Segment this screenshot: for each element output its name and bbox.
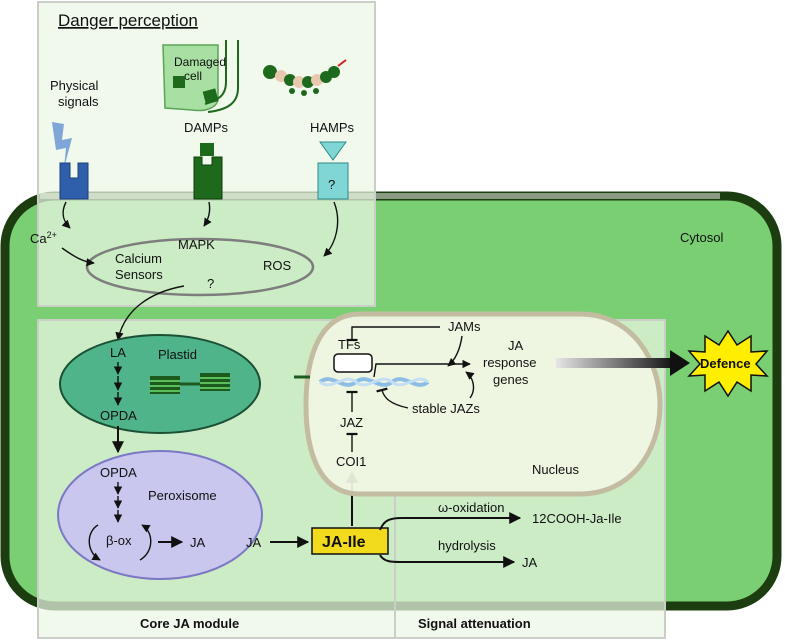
- sensor-question-mark: ?: [207, 276, 214, 291]
- opda-plastid-label: OPDA: [100, 408, 137, 423]
- calcium-sensors-label-1: Calcium: [115, 251, 162, 266]
- ja-product-label: JA: [522, 555, 538, 570]
- damaged-cell-label-1: Damaged: [174, 55, 226, 69]
- calcium-sensors-label-2: Sensors: [115, 267, 163, 282]
- cytosol-label: Cytosol: [680, 230, 723, 245]
- physical-signals-label-2: signals: [58, 94, 99, 109]
- ros-label: ROS: [263, 258, 292, 273]
- signal-attenuation-title: Signal attenuation: [418, 616, 531, 631]
- damaged-cell-label-2: cell: [184, 69, 202, 83]
- coi1-label: COI1: [336, 454, 366, 469]
- jams-label: JAMs: [448, 319, 481, 334]
- tfs-box: [333, 353, 373, 373]
- cooh-ja-ile-label: 12COOH-Ja-Ile: [532, 511, 622, 526]
- thylakoid-icon: [150, 373, 230, 394]
- core-ja-module-title: Core JA module: [140, 616, 239, 631]
- stable-jazs-inhibition: [376, 387, 409, 409]
- defence-label: Defence: [700, 356, 751, 371]
- plastid-label: Plastid: [158, 347, 197, 362]
- signaling-hub-ellipse: [85, 237, 315, 297]
- beta-ox-cycle-right: [139, 524, 152, 561]
- arrow-jaile-omega: [379, 512, 522, 531]
- arrow-jaile-hydrolysis: [379, 554, 516, 568]
- damp-fragment-2: [202, 88, 219, 105]
- omega-oxidation-label: ω-oxidation: [438, 500, 505, 515]
- ja-ile-label: JA-Ile: [322, 534, 366, 551]
- physical-receptor: [59, 162, 89, 200]
- herbivore-icon: [263, 59, 347, 96]
- jams-inhibition-line: [346, 326, 440, 342]
- lightning-icon: [52, 122, 72, 168]
- hydrolysis-label: hydrolysis: [438, 538, 496, 553]
- physical-signals-label-1: Physical: [50, 78, 99, 93]
- arrow-hamps-to-ros: [323, 201, 339, 257]
- danger-perception-title: Danger perception: [58, 11, 198, 30]
- ja-cytosol-label: JA: [246, 535, 262, 550]
- opda-peroxisome-label: OPDA: [100, 465, 137, 480]
- ja-peroxisome-label: JA: [190, 535, 206, 550]
- ja-response-label-2: response: [483, 355, 536, 370]
- arrow-tfs-to-genes: [373, 359, 471, 378]
- ja-ile-box: [311, 527, 389, 555]
- arrow-damps-to-mapk: [203, 201, 212, 227]
- ja-response-label-3: genes: [493, 372, 529, 387]
- mapk-label: MAPK: [178, 237, 215, 252]
- hamp-ligand: [319, 141, 347, 161]
- beta-oxidation-label: β-ox: [106, 533, 132, 548]
- response-to-defence-arrowhead: [670, 350, 690, 376]
- calcium-label: Ca2+: [30, 230, 57, 246]
- hamps-receptor: [317, 162, 349, 200]
- stable-jazs-label: stable JAZs: [412, 401, 480, 416]
- arrow-ca-to-sensors: [61, 247, 95, 267]
- dna-helix-icon: [318, 377, 430, 387]
- hamps-question-mark: ?: [328, 177, 335, 192]
- jaz-label: JAZ: [340, 415, 363, 430]
- nucleus-label: Nucleus: [532, 462, 579, 477]
- peroxisome-label: Peroxisome: [148, 488, 217, 503]
- tfs-label: TFs: [338, 337, 361, 352]
- la-label: LA: [110, 345, 126, 360]
- damp-fragment-1: [173, 76, 185, 88]
- defence-starburst: [687, 329, 769, 398]
- peroxisome: [57, 450, 263, 580]
- damp-ligand: [200, 143, 214, 156]
- arrow-physical-to-ca: [61, 201, 71, 229]
- hamps-label: HAMPs: [310, 120, 355, 135]
- stable-jazs-arrow: [465, 371, 475, 399]
- damps-receptor: [193, 156, 223, 200]
- arrow-sensors-to-la: [115, 285, 185, 341]
- response-to-defence-arrow: [556, 358, 674, 368]
- beta-ox-cycle-left: [88, 524, 101, 561]
- damps-label: DAMPs: [184, 120, 229, 135]
- ja-response-label-1: JA: [508, 338, 524, 353]
- damaged-cell-wall-outer: [207, 40, 239, 113]
